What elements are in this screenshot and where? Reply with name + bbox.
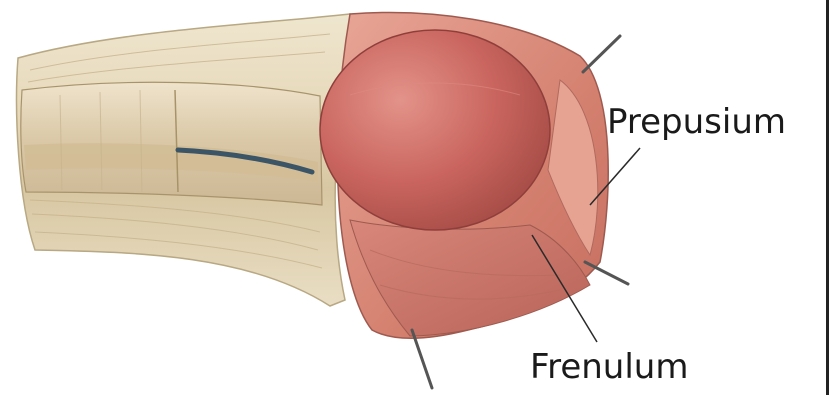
glans	[320, 30, 550, 230]
label-frenulum: Frenulum	[530, 350, 688, 384]
label-prepusium: Prepusium	[607, 105, 786, 139]
